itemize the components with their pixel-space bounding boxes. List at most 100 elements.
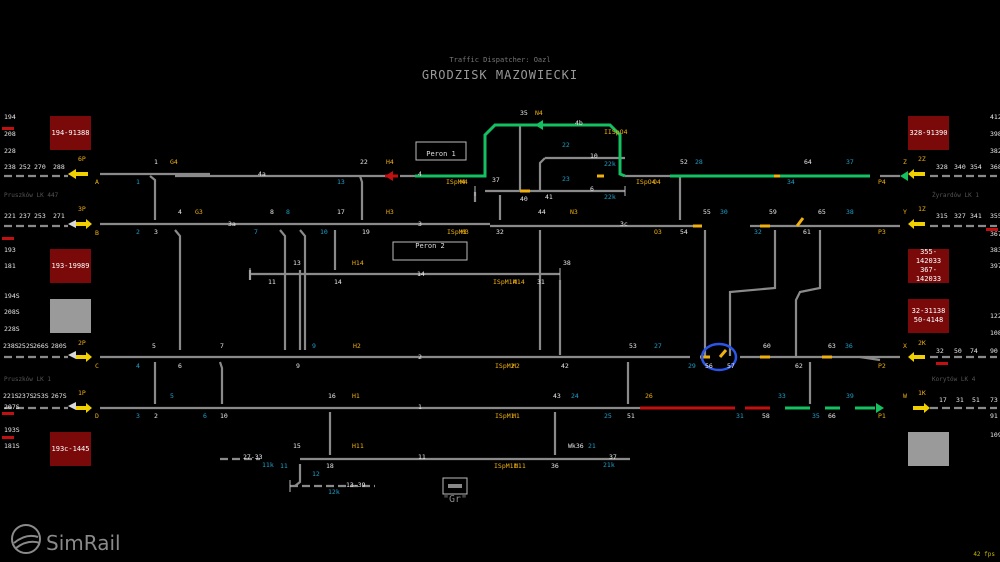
track-label: G4 bbox=[170, 158, 178, 166]
track-label: N4 bbox=[535, 109, 543, 117]
track-label: 91 bbox=[990, 412, 998, 420]
track-label: 37 bbox=[492, 176, 500, 184]
track-label: 21 bbox=[588, 442, 596, 450]
track-label: 33 bbox=[778, 392, 786, 400]
track-label: 51 bbox=[627, 412, 635, 420]
track-label: 4a bbox=[258, 170, 266, 178]
track-label: 30 bbox=[720, 208, 728, 216]
track-label: 252 bbox=[19, 163, 31, 171]
fps-counter: 42 fps bbox=[973, 551, 995, 558]
track-label: 354 bbox=[970, 163, 982, 171]
track-label: 10 bbox=[590, 152, 598, 160]
track-label: 315 bbox=[936, 212, 948, 220]
track-label: 40 bbox=[520, 195, 528, 203]
track-label: 6P bbox=[78, 155, 86, 163]
track-label: 62 bbox=[795, 362, 803, 370]
track-lines bbox=[4, 123, 997, 488]
track-label: 397 bbox=[990, 262, 1000, 270]
track-label: H4 bbox=[386, 158, 394, 166]
track-label: 58 bbox=[762, 412, 770, 420]
track-label: M11 bbox=[514, 462, 526, 470]
track-label: 31 bbox=[956, 396, 964, 404]
track-label: Y bbox=[903, 208, 907, 216]
track-label: 2Z bbox=[918, 155, 926, 163]
track-label: 208S bbox=[4, 308, 20, 316]
line-label-zyrardow-1: Żyrardów LK 1 bbox=[932, 192, 979, 199]
track-label: 56 bbox=[705, 362, 713, 370]
platform-1-label: Peron 1 bbox=[426, 150, 456, 158]
track-label: 25 bbox=[604, 412, 612, 420]
track-label: Z bbox=[903, 158, 907, 166]
train-box-194-91388[interactable]: 194-91388 bbox=[50, 116, 91, 150]
track-label: 181 bbox=[4, 262, 16, 270]
empty-slot-right bbox=[908, 432, 949, 466]
track-label: 26 bbox=[645, 392, 653, 400]
track-label: 108 bbox=[990, 329, 1000, 337]
track-label: 57 bbox=[727, 362, 735, 370]
track-label: 31 bbox=[537, 278, 545, 286]
train-box-355-367[interactable]: 355-142033 367-142033 bbox=[908, 248, 949, 283]
track-label: ISpO4 bbox=[636, 178, 656, 186]
track-label: ISpM14 bbox=[493, 278, 517, 286]
track-label: 36 bbox=[551, 462, 559, 470]
track-label: 15 bbox=[293, 442, 301, 450]
track-label: 16 bbox=[328, 392, 336, 400]
track-label: O4 bbox=[653, 178, 661, 186]
track-label: 34 bbox=[787, 178, 795, 186]
track-label: 355 bbox=[990, 212, 1000, 220]
train-markers bbox=[2, 127, 998, 439]
track-label: Wk36 bbox=[568, 442, 584, 450]
track-label: 221 bbox=[4, 212, 16, 220]
track-label: 61 bbox=[803, 228, 811, 236]
track-label: 50 bbox=[954, 347, 962, 355]
track-label: 280S bbox=[51, 342, 67, 350]
track-label: 7 bbox=[220, 342, 224, 350]
section-markers bbox=[249, 141, 626, 495]
track-label: 193S bbox=[4, 426, 20, 434]
track-label: 2 bbox=[418, 353, 422, 361]
track-label: ISpM4 bbox=[446, 178, 466, 186]
train-box-328-91390[interactable]: 328-91390 bbox=[908, 116, 949, 150]
train-box-193c-1445[interactable]: 193c-1445 bbox=[50, 432, 91, 466]
track-label: 1Z bbox=[918, 205, 926, 213]
track-label: 11 bbox=[268, 278, 276, 286]
track-label: N3 bbox=[570, 208, 578, 216]
track-label: 412 bbox=[990, 113, 1000, 121]
track-label: G3 bbox=[195, 208, 203, 216]
track-label: 13 bbox=[337, 178, 345, 186]
track-label: 60 bbox=[763, 342, 771, 350]
track-label: 31 bbox=[736, 412, 744, 420]
track-label: 1 bbox=[418, 403, 422, 411]
track-label: 11 bbox=[418, 453, 426, 461]
train-box-32-50[interactable]: 32-31138 50-4148 bbox=[908, 299, 949, 333]
track-label: 38 bbox=[846, 208, 854, 216]
track-label: 10 bbox=[220, 412, 228, 420]
track-label: M4 bbox=[460, 178, 468, 186]
track-label: 4 bbox=[178, 208, 182, 216]
track-label: 2K bbox=[918, 339, 926, 347]
track-label: 327 bbox=[954, 212, 966, 220]
track-label: 6 bbox=[203, 412, 207, 420]
track-label: 237S bbox=[18, 392, 34, 400]
track-label: 10 bbox=[320, 228, 328, 236]
track-label: 6 bbox=[590, 185, 594, 193]
track-label: 37 bbox=[846, 158, 854, 166]
track-label: 64 bbox=[804, 158, 812, 166]
track-label: 38 bbox=[563, 259, 571, 267]
train-box-193-19989[interactable]: 193-19989 bbox=[50, 249, 91, 283]
track-label: 5 bbox=[170, 392, 174, 400]
track-label: H14 bbox=[352, 259, 364, 267]
track-label: B bbox=[95, 229, 99, 237]
track-label: 18 bbox=[326, 462, 334, 470]
track-label: 22 bbox=[360, 158, 368, 166]
track-label: ISpM1 bbox=[495, 412, 515, 420]
track-label: 3P bbox=[78, 205, 86, 213]
track-label: 3 bbox=[418, 220, 422, 228]
track-label: 11k bbox=[262, 461, 274, 469]
simrail-logo-icon bbox=[11, 524, 41, 554]
track-label: 24 bbox=[571, 392, 579, 400]
track-label: W bbox=[903, 392, 907, 400]
track-label: 4b bbox=[575, 119, 583, 127]
track-label: 368 bbox=[990, 163, 1000, 171]
